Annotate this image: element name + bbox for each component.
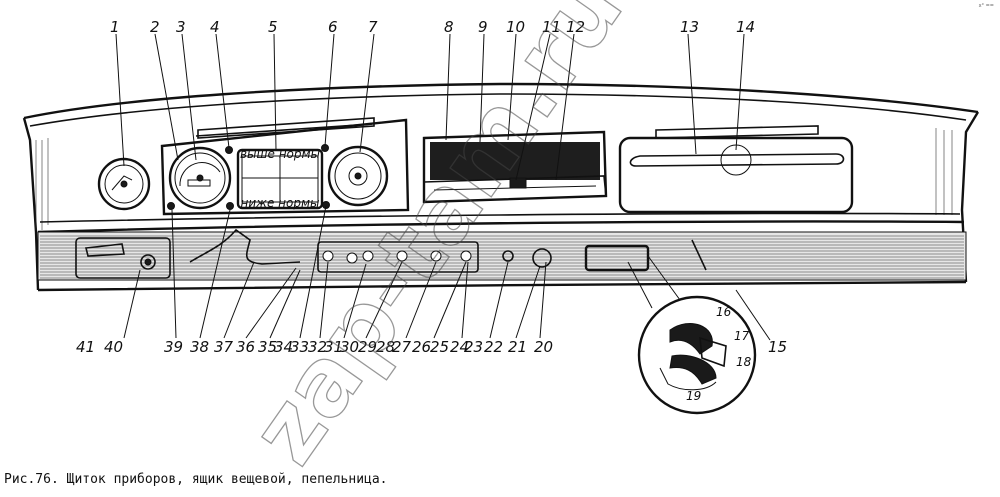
fuel-temp-gauge — [327, 145, 389, 207]
callout-14: 14 — [736, 18, 755, 36]
callout-12: 12 — [566, 18, 585, 36]
callout-25: 25 — [430, 338, 449, 356]
callout-29: 29 — [358, 338, 377, 356]
callout-7: 7 — [368, 18, 378, 36]
leader-lines — [115, 33, 771, 341]
callout-32: 32 — [308, 338, 327, 356]
callout-10: 10 — [506, 18, 525, 36]
figure-caption: Рис.76. Щиток приборов, ящик вещевой, пе… — [4, 472, 388, 487]
callout-20: 20 — [534, 338, 553, 356]
corner-mark: x° == — [978, 3, 994, 9]
ashtray-detail — [627, 255, 757, 415]
callout-35: 35 — [258, 338, 277, 356]
callout-9: 9 — [478, 18, 488, 36]
callout-18: 18 — [736, 355, 752, 369]
combination-gauge: выше нормы ниже нормы — [236, 147, 324, 210]
callout-33: 33 — [290, 338, 309, 356]
callout-23: 23 — [464, 338, 483, 356]
callout-2: 2 — [150, 18, 160, 36]
shelf-hatching — [40, 235, 964, 279]
callout-34: 34 — [274, 338, 293, 356]
callout-6: 6 — [328, 18, 338, 36]
callout-40: 40 — [104, 338, 123, 356]
warning-lamp-38 — [226, 202, 234, 210]
callout-3: 3 — [176, 18, 186, 36]
left-gauge — [97, 157, 151, 211]
callout-13: 13 — [680, 18, 699, 36]
callout-1: 1 — [110, 18, 120, 36]
callout-21: 21 — [508, 338, 527, 356]
callout-31: 31 — [324, 338, 343, 356]
callout-15: 15 — [768, 338, 787, 356]
glove-box — [618, 125, 854, 214]
callout-16: 16 — [716, 305, 732, 319]
callout-28: 28 — [376, 338, 395, 356]
speedometer — [168, 146, 232, 210]
callout-22: 22 — [484, 338, 503, 356]
gauge-text-top: выше нормы — [240, 147, 320, 161]
callout-19: 19 — [686, 389, 701, 403]
radio-unit — [422, 130, 608, 204]
callout-5: 5 — [268, 18, 278, 36]
panel-shading — [35, 128, 953, 230]
dashboard-panel — [22, 82, 980, 292]
callout-39: 39 — [164, 338, 183, 356]
callout-27: 27 — [392, 338, 412, 356]
gauge-text-bottom: ниже нормы — [241, 196, 320, 210]
callout-26: 26 — [412, 338, 431, 356]
callout-24: 24 — [450, 338, 469, 356]
callout-38: 38 — [190, 338, 209, 356]
lower-controls — [75, 228, 707, 279]
callout-41: 41 — [76, 338, 95, 356]
callout-30: 30 — [340, 338, 359, 356]
callout-36: 36 — [236, 338, 255, 356]
instrument-cluster: выше нормы ниже нормы — [160, 117, 410, 216]
callout-37: 37 — [214, 338, 234, 356]
callout-17: 17 — [734, 329, 750, 343]
callout-11: 11 — [542, 18, 561, 36]
callout-8: 8 — [444, 18, 454, 36]
callout-4: 4 — [210, 18, 220, 36]
callout-numbers: 1 2 3 4 5 6 7 8 9 10 11 12 13 14 15 16 1… — [76, 18, 787, 403]
warning-lamp-39 — [167, 202, 175, 210]
